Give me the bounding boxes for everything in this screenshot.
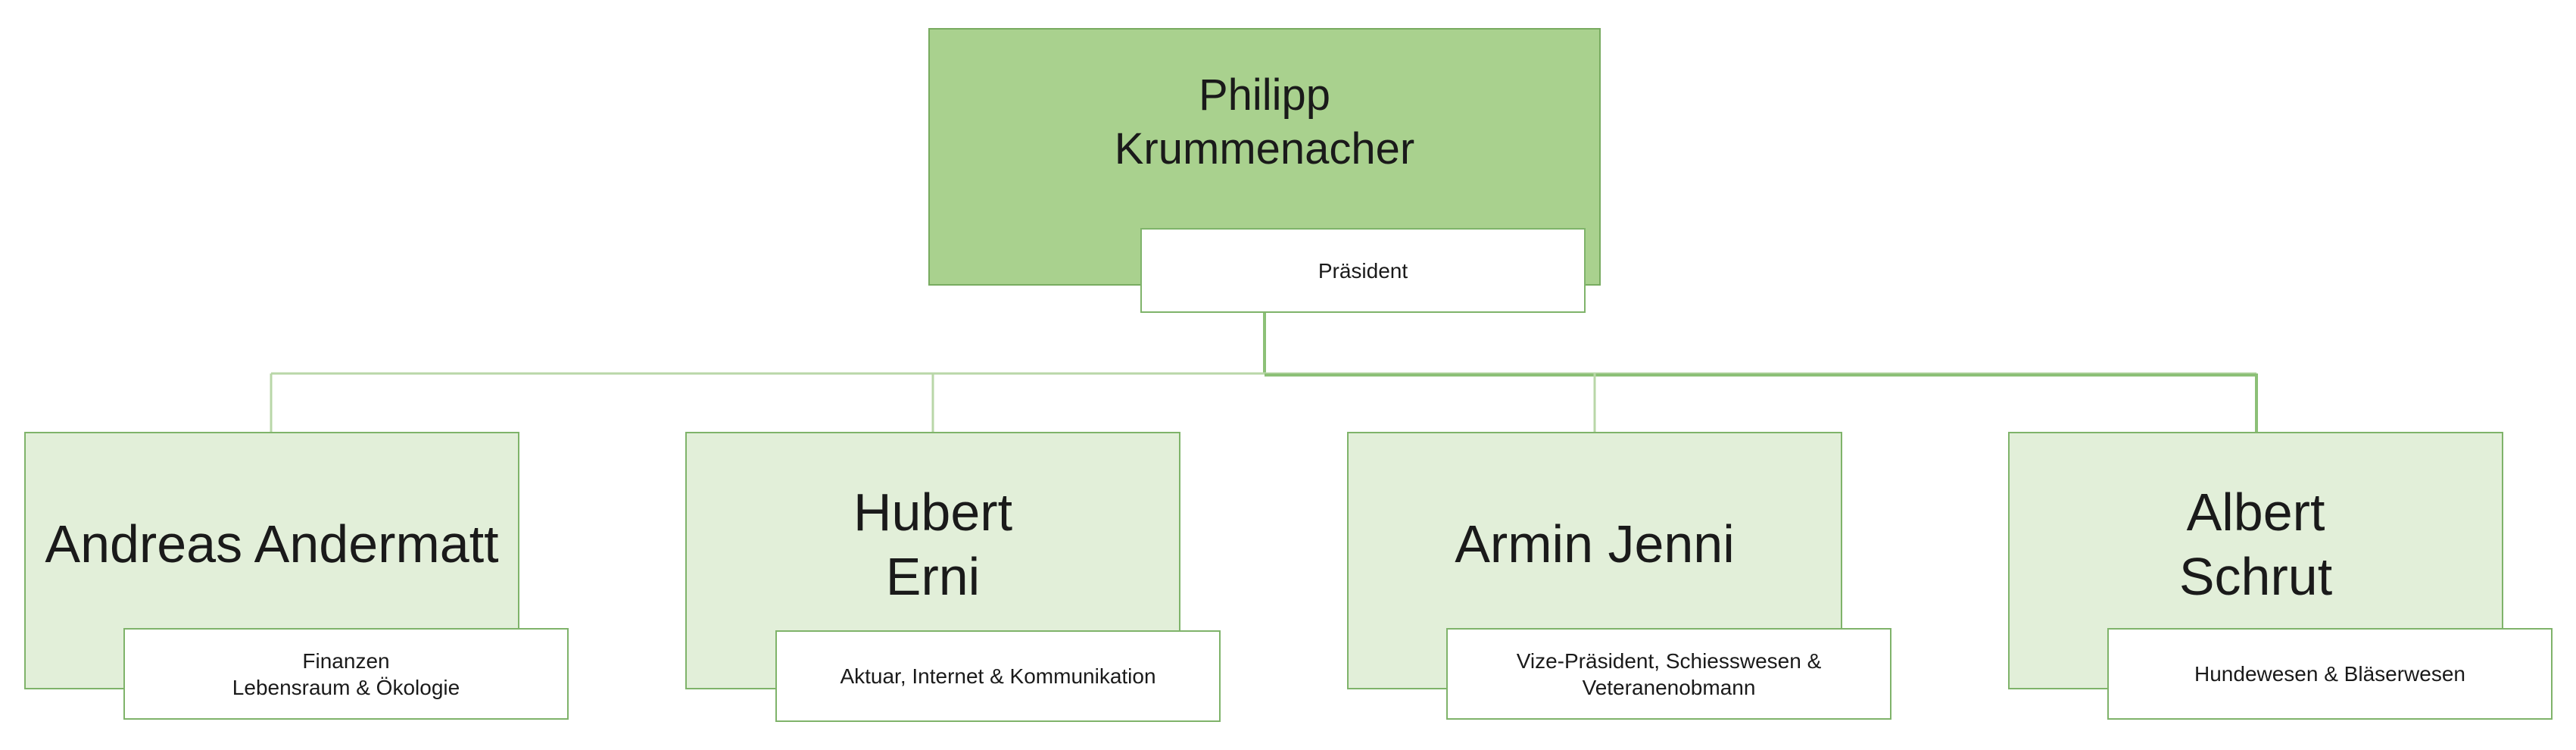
role-text: Veteranenobmann xyxy=(1582,675,1756,699)
role-box-member-2: Aktuar, Internet & Kommunikation xyxy=(775,630,1221,722)
role-text: Finanzen xyxy=(302,648,390,673)
node-name-line: Krummenacher xyxy=(1114,123,1415,173)
role-text: Hundewesen & Bläserwesen xyxy=(2194,662,2465,686)
role-box-member-1: Finanzen Lebensraum & Ökologie xyxy=(123,628,569,720)
node-name-line: Albert xyxy=(2186,483,2325,542)
role-text: Vize-Präsident, Schiesswesen & xyxy=(1516,648,1822,673)
role-text: Aktuar, Internet & Kommunikation xyxy=(840,664,1156,688)
node-name-line: Erni xyxy=(885,547,981,607)
role-box-president: Präsident xyxy=(1140,228,1586,313)
role-text: Lebensraum & Ökologie xyxy=(232,675,460,699)
node-name-line: Andreas Andermatt xyxy=(45,514,499,573)
node-name-line: Hubert xyxy=(853,483,1013,542)
node-name-line: Armin Jenni xyxy=(1455,514,1735,573)
role-box-member-4: Hundewesen & Bläserwesen xyxy=(2107,628,2553,720)
node-name-line: Schrut xyxy=(2178,547,2333,607)
role-box-member-3: Vize-Präsident, Schiesswesen & Veteranen… xyxy=(1446,628,1891,720)
role-text: Präsident xyxy=(1318,258,1408,283)
node-name-line: Philipp xyxy=(1198,70,1331,120)
